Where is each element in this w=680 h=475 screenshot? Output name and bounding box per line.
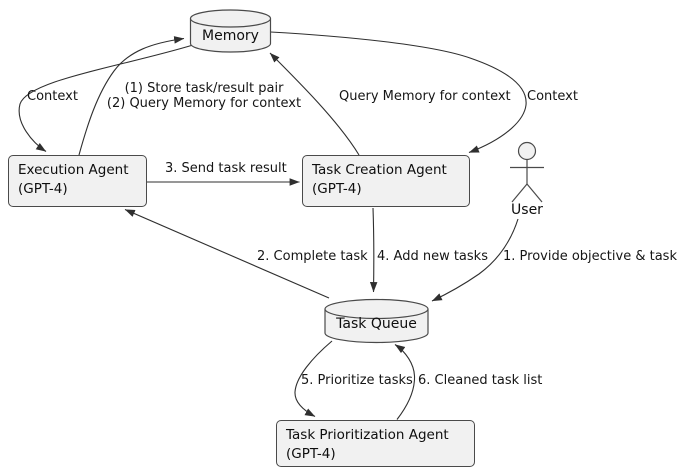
edge-label-send-task-result: 3. Send task result: [165, 161, 287, 176]
task-creation-agent-name: Task Creation Agent: [312, 162, 447, 178]
node-task-creation-agent: Task Creation Agent (GPT-4): [302, 155, 470, 207]
edge-creation-to-queue: [369, 207, 378, 293]
edge-label-context-left: Context: [27, 89, 78, 104]
node-execution-agent: Execution Agent (GPT-4): [8, 155, 147, 207]
edge-label-query-memory: Query Memory for context: [339, 89, 511, 104]
edge-label-add-new-tasks: 4. Add new tasks: [377, 249, 488, 264]
edge-queue-to-prioritization: [294, 340, 333, 417]
user-label: User: [511, 202, 543, 218]
edge-label-complete-task: 2. Complete task: [257, 249, 368, 264]
edge-label-provide-objective: 1. Provide objective & task: [503, 249, 677, 264]
edge-execution-to-memory: [78, 36, 185, 156]
edge-label-store-query: (1) Store task/result pair (2) Query Mem…: [102, 81, 306, 111]
task-prioritization-agent-model: (GPT-4): [286, 446, 336, 462]
edge-label-cleaned-task-list: 6. Cleaned task list: [418, 373, 543, 388]
execution-agent-name: Execution Agent: [18, 162, 129, 178]
edge-queue-to-execution: [124, 208, 330, 299]
edge-label-query-line: (2) Query Memory for context: [106, 96, 302, 111]
edge-label-store-line: (1) Store task/result pair: [124, 81, 284, 96]
memory-label: Memory: [202, 28, 259, 44]
edge-label-prioritize-tasks: 5. Prioritize tasks: [301, 373, 413, 388]
edge-user-to-queue: [431, 218, 519, 302]
task-prioritization-agent-name: Task Prioritization Agent: [286, 427, 449, 443]
task-queue-label: Task Queue: [336, 316, 417, 332]
node-task-prioritization-agent: Task Prioritization Agent (GPT-4): [276, 420, 475, 467]
task-creation-agent-model: (GPT-4): [312, 181, 362, 197]
edge-memory-to-creation: [270, 31, 527, 154]
edge-memory-to-execution: [18, 44, 194, 152]
user-actor-icon: [510, 141, 544, 203]
execution-agent-model: (GPT-4): [18, 181, 68, 197]
edge-label-context-right: Context: [527, 89, 578, 104]
memory-cylinder: [189, 9, 272, 53]
task-queue-cylinder: [324, 298, 429, 344]
edge-prioritization-to-queue: [394, 344, 416, 420]
edge-creation-to-memory: [269, 52, 360, 156]
